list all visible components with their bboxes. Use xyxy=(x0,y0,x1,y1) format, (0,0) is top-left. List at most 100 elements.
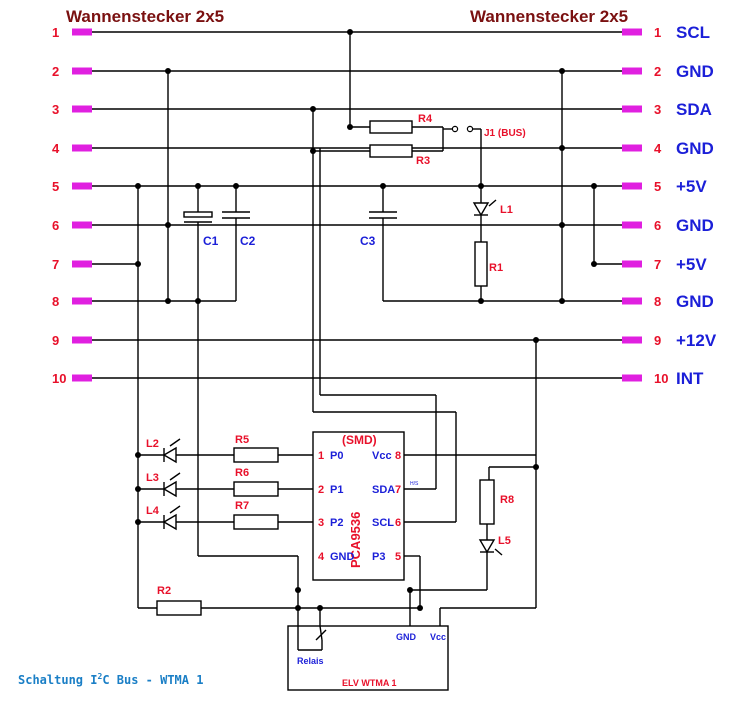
pullup-network: R4 R3 J1 (BUS) xyxy=(312,32,526,412)
junction-dot xyxy=(347,124,353,130)
schematic-caption: Schaltung I2C Bus - WTMA 1 xyxy=(18,672,203,687)
led-l1-icon xyxy=(472,202,490,217)
right-signal-label: INT xyxy=(676,369,704,388)
led-l5-icon xyxy=(478,539,496,554)
l1-label: L1 xyxy=(500,204,513,216)
junction-dot xyxy=(165,298,171,304)
led-l1-branch: L1 R1 xyxy=(472,186,513,301)
r1-label: R1 xyxy=(489,262,503,274)
ic-pin-number: 2 xyxy=(318,484,324,496)
left-pin-number: 10 xyxy=(52,371,66,386)
left-pin-number: 7 xyxy=(52,257,59,272)
right-pin-number: 5 xyxy=(654,179,661,194)
junction-dot xyxy=(533,464,539,470)
led-l2-icon xyxy=(162,446,177,464)
pin-pad xyxy=(72,297,92,305)
resistor-r7 xyxy=(233,514,279,530)
right-pin-number: 6 xyxy=(654,218,661,233)
r3-label: R3 xyxy=(416,155,430,167)
right-pin-number: 2 xyxy=(654,64,661,79)
junction-dot xyxy=(317,605,323,611)
l2-label: L2 xyxy=(146,438,159,450)
junction-dot xyxy=(135,486,141,492)
pin-pad xyxy=(622,336,642,344)
led-row-p0: L2 R5 xyxy=(138,434,313,464)
right-signal-label: GND xyxy=(676,62,714,81)
ic-wiring xyxy=(198,148,537,626)
led-l3-icon xyxy=(162,480,177,498)
right-pin-number: 1 xyxy=(654,25,661,40)
ic-pin-number: 5 xyxy=(395,551,401,563)
r8-label: R8 xyxy=(500,494,514,506)
junction-dot xyxy=(295,605,301,611)
junction-dot xyxy=(559,298,565,304)
module-wtma1: Relais GND Vcc ELV WTMA 1 xyxy=(287,608,449,691)
junction-dot xyxy=(478,183,484,189)
ic-package: (SMD) xyxy=(342,433,377,447)
resistor-r2 xyxy=(156,600,202,616)
junction-dot xyxy=(195,298,201,304)
vertical-rails xyxy=(137,71,595,608)
junction-dot xyxy=(407,587,413,593)
r2-label: R2 xyxy=(157,585,171,597)
ic-pin-number: 8 xyxy=(395,450,401,462)
right-pin-number: 3 xyxy=(654,102,661,117)
j1-label: J1 (BUS) xyxy=(484,128,526,139)
junction-dot xyxy=(135,261,141,267)
right-signal-label: SDA xyxy=(676,100,712,119)
jumper-pin-icon xyxy=(451,125,459,133)
pin-pad xyxy=(72,144,92,152)
pin-pad xyxy=(622,374,642,382)
right-signal-label: +5V xyxy=(676,255,707,274)
right-signal-label: GND xyxy=(676,292,714,311)
junction-dot xyxy=(310,106,316,112)
junction-dot xyxy=(417,605,423,611)
resistor-r5 xyxy=(233,447,279,463)
ic-pin-label: SCL xyxy=(372,517,394,529)
ic-pin-number: 4 xyxy=(318,551,325,563)
junction-dot xyxy=(135,452,141,458)
resistor-r6 xyxy=(233,481,279,497)
pin-pad xyxy=(622,28,642,36)
module-relais-label: Relais xyxy=(297,656,324,666)
ic-pin-label: Vcc xyxy=(372,450,392,462)
l3-label: L3 xyxy=(146,472,159,484)
junction-dot xyxy=(165,68,171,74)
pin-pad xyxy=(72,182,92,190)
pin-pad xyxy=(622,297,642,305)
capacitor-c3: C3 xyxy=(360,186,397,301)
pin-pad xyxy=(72,374,92,382)
junction-dot xyxy=(380,183,386,189)
junction-dot xyxy=(559,68,565,74)
r4-label: R4 xyxy=(418,113,433,125)
l4-label: L4 xyxy=(146,505,160,517)
pin-pad xyxy=(622,144,642,152)
resistor-r8 xyxy=(479,479,495,525)
ic-sda-note: H/S xyxy=(410,481,419,487)
junction-dot xyxy=(347,29,353,35)
ic-pin-number: 1 xyxy=(318,450,324,462)
bus-wires xyxy=(92,31,622,379)
junction-dot xyxy=(591,261,597,267)
led-l4-icon xyxy=(162,513,177,531)
led-row-p1: L3 R6 xyxy=(138,467,313,498)
left-pin-number: 6 xyxy=(52,218,59,233)
module-name: ELV WTMA 1 xyxy=(342,678,397,688)
c3-label: C3 xyxy=(360,234,376,248)
module-vcc-label: Vcc xyxy=(430,632,446,642)
pin-pad xyxy=(72,67,92,75)
led-l5-branch: R8 L5 xyxy=(409,479,514,626)
ic-name: PCA9536 xyxy=(348,512,363,568)
ic-pin-label: GND xyxy=(330,551,355,563)
resistor-r4 xyxy=(369,120,413,134)
right-pin-number: 9 xyxy=(654,333,661,348)
junction-dot xyxy=(233,183,239,189)
right-pin-number: 8 xyxy=(654,294,661,309)
left-pin-number: 1 xyxy=(52,25,59,40)
capacitor-c1: C1 xyxy=(183,186,219,556)
ic-pin-label: P1 xyxy=(330,484,343,496)
junction-dots xyxy=(135,29,597,611)
module-gnd-label: GND xyxy=(396,632,417,642)
